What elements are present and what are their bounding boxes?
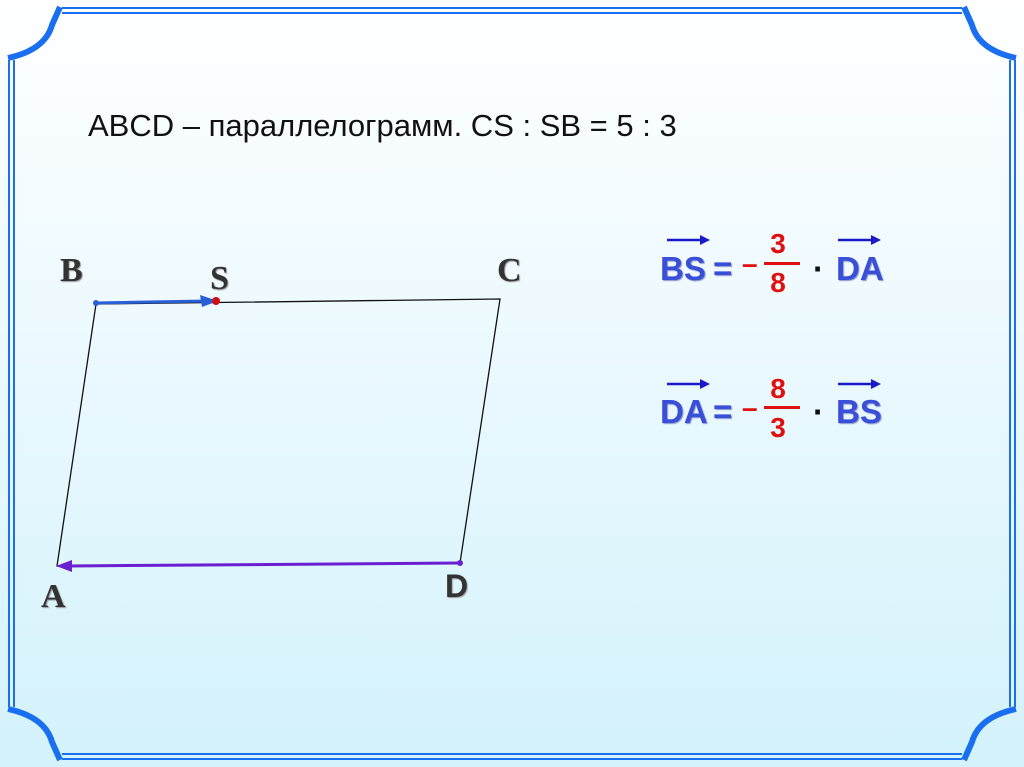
eq-rhs: BS <box>836 393 882 430</box>
eq-equals: = <box>713 393 733 430</box>
eq-numerator: 3 <box>770 228 786 259</box>
eq-numerator: 8 <box>770 373 786 404</box>
eq-equals: = <box>713 250 733 287</box>
eq-dot: · <box>813 250 824 287</box>
point-label-d: D <box>445 568 469 604</box>
eq-lhs: BS <box>660 250 706 287</box>
problem-statement: ABCD – параллелограмм. CS : SB = 5 : 3 <box>88 108 677 143</box>
point-label-a: A <box>41 578 66 615</box>
eq-lhs: DA <box>660 393 708 430</box>
vector-arrows <box>667 235 881 389</box>
eq-rhs: DA <box>836 250 884 287</box>
eq-dot: · <box>813 393 824 430</box>
eq-minus: – <box>742 248 758 279</box>
fraction-bar <box>764 406 800 409</box>
point-label-b: B <box>60 252 83 289</box>
eq-minus: – <box>742 392 758 423</box>
point-label-c: C <box>497 252 522 289</box>
vector-da <box>56 560 463 572</box>
vector-bs <box>93 295 220 307</box>
parallelogram <box>56 298 501 567</box>
eq-denominator: 3 <box>770 412 786 443</box>
eq-denominator: 8 <box>770 267 786 298</box>
point-label-s: S <box>210 260 229 297</box>
fraction-bar <box>764 262 800 265</box>
